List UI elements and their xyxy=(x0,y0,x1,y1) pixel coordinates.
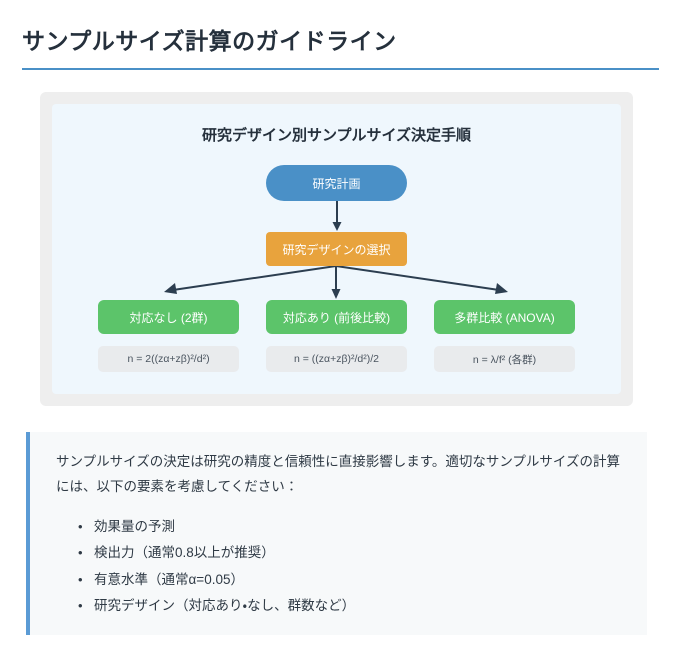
flow-node-design-selection-label: 研究デザインの選択 xyxy=(282,242,391,257)
title-underline xyxy=(22,68,659,70)
diagram-panel: 研究デザイン別サンプルサイズ決定手順 研究計画 研究デザインの選択 xyxy=(52,104,621,394)
flow-node-research-plan-label: 研究計画 xyxy=(312,176,361,191)
page-title: サンプルサイズ計算のガイドライン xyxy=(22,28,397,54)
formula-unpaired-two-group: n = 2((zα+zβ)²/d²) xyxy=(98,346,239,372)
flow-node-paired-prepost-label: 対応あり (前後比較) xyxy=(282,310,391,325)
flow-leaf-row: 対応なし (2群) 対応あり (前後比較) 多群比較 (ANOVA) xyxy=(62,300,611,334)
diagram-card: 研究デザイン別サンプルサイズ決定手順 研究計画 研究デザインの選択 xyxy=(40,92,633,406)
flow-node-paired-prepost[interactable]: 対応あり (前後比較) xyxy=(266,300,407,334)
diagram-title: 研究デザイン別サンプルサイズ決定手順 xyxy=(201,127,472,144)
flow-node-multigroup-anova[interactable]: 多群比較 (ANOVA) xyxy=(434,300,575,334)
list-item: 効果量の予測 xyxy=(78,514,625,540)
list-item: 有意水準（通常α=0.05） xyxy=(78,567,625,593)
formula-row: n = 2((zα+zβ)²/d²) n = ((zα+zβ)²/d²)/2 n… xyxy=(62,346,611,372)
connector-root-to-decision xyxy=(62,201,611,232)
list-item: 検出力（通常0.8以上が推奨） xyxy=(78,540,625,566)
flow-node-unpaired-two-group[interactable]: 対応なし (2群) xyxy=(98,300,239,334)
flow-node-multigroup-anova-label: 多群比較 (ANOVA) xyxy=(454,310,555,325)
flow-node-design-selection[interactable]: 研究デザインの選択 xyxy=(266,232,407,266)
flow-node-research-plan[interactable]: 研究計画 xyxy=(266,165,407,201)
connector-decision-branches xyxy=(62,266,611,300)
formula-paired-prepost: n = ((zα+zβ)²/d²)/2 xyxy=(266,346,407,372)
list-item: 研究デザイン（対応あり・なし、群数など） xyxy=(78,593,625,619)
formula-multigroup-anova: n = λ/f² (各群) xyxy=(434,346,575,372)
info-factor-list: 効果量の予測 検出力（通常0.8以上が推奨） 有意水準（通常α=0.05） 研究… xyxy=(56,514,625,619)
info-panel: サンプルサイズの決定は研究の精度と信頼性に直接影響します。適切なサンプルサイズの… xyxy=(26,432,647,636)
flow-decision-row: 研究デザインの選択 xyxy=(62,232,611,266)
flow-root-row: 研究計画 xyxy=(62,165,611,201)
flow-node-unpaired-two-group-label: 対応なし (2群) xyxy=(129,310,208,325)
flowchart: 研究計画 研究デザインの選択 xyxy=(62,165,611,372)
info-lead-text: サンプルサイズの決定は研究の精度と信頼性に直接影響します。適切なサンプルサイズの… xyxy=(56,454,621,494)
